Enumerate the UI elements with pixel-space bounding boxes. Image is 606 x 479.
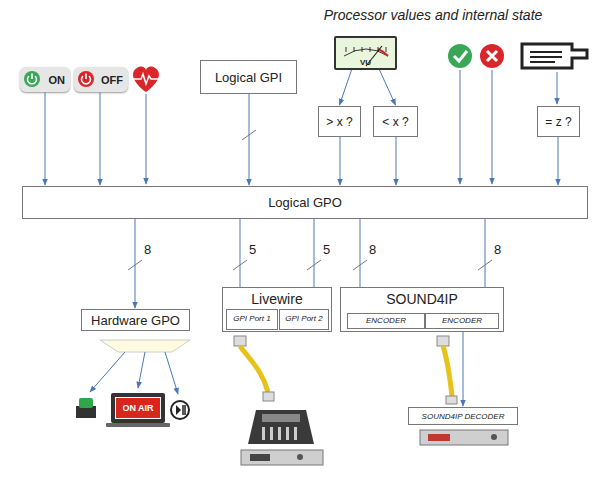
check-icon [448,44,472,68]
signal-arrow [380,70,396,105]
port-node: GPI Port 1 [226,309,278,330]
signal-arrow [100,92,101,185]
signal-arrow [558,137,559,185]
node-text: Logical GPI [215,70,282,85]
cont-node: ENCODER ENCODER SOUND4IP [340,287,504,332]
power-icon [23,70,41,88]
message-icon [522,44,587,68]
decoder-device [420,430,508,445]
region-label: Processor values and internal state [324,7,543,23]
node-text: ON AIR [122,403,153,413]
node-text: < x ? [382,115,408,129]
node-text: Logical GPO [268,195,342,210]
play-pause-icon [171,401,189,419]
signal-arrow [463,329,464,406]
signal-arrow [340,137,341,185]
box-node: Logical GPI [200,60,297,94]
box-node: Hardware GPO [81,309,190,331]
pill-node: ON [20,67,70,92]
node-text: > x ? [326,115,352,129]
dev-node: SOUND4IP DECODER [408,407,518,425]
ethernet-cable [234,336,274,401]
pill-node: OFF [74,67,128,92]
bus-width: 8 [143,242,152,257]
node-text: Livewire [223,291,331,307]
node-text: ENCODER [366,317,406,325]
rack-device [241,450,323,465]
node-text: OFF [101,74,123,86]
ethernet-cable [437,336,457,404]
signal-arrow [45,92,46,185]
heart-icon [133,67,159,92]
gpo-fanout [90,340,190,394]
signal-arrow [135,219,136,308]
node-text: SOUND4IP DECODER [422,412,505,421]
box-node: < x ? [373,106,418,137]
onair-node: ON AIR [115,397,161,419]
node-text: GPI Port 2 [285,315,322,323]
signal-arrow [249,94,250,185]
vu-node: VU [334,36,397,70]
push-button-icon [76,398,96,418]
power-icon [77,70,95,88]
port-node: ENCODER [425,313,499,329]
node-text: ON [49,74,66,86]
box-node: = z ? [537,106,580,137]
node-text: ENCODER [442,317,482,325]
node-text: GPI Port 1 [233,315,270,323]
bus-width: 8 [493,242,502,257]
node-text: Hardware GPO [91,313,180,328]
port-node: ENCODER [347,313,425,329]
signal-arrow [340,70,352,105]
signal-arrow [396,137,397,185]
node-text: SOUND4IP [341,291,503,307]
node-text: = z ? [545,115,571,129]
cont-node: GPI Port 1 GPI Port 2 Livewire [222,287,332,332]
bus-width: 8 [368,242,377,257]
node-text: VU [336,58,395,67]
monitor-icon [106,393,170,427]
bus-width: 5 [248,242,257,257]
cross-icon [480,44,504,68]
box-node: > x ? [318,106,361,137]
box-node: Logical GPO [22,186,588,219]
mixing-console [248,410,314,444]
bus-width: 5 [322,242,331,257]
port-node: GPI Port 2 [279,309,329,330]
